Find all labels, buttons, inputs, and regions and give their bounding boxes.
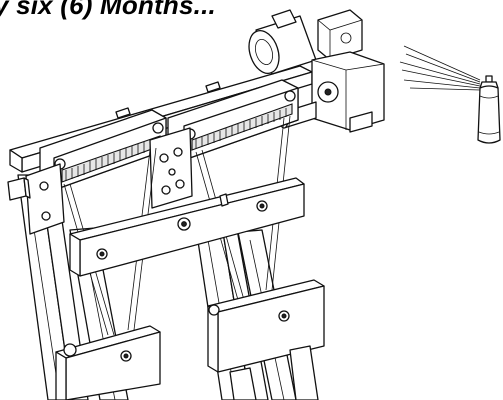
cross-beam: [69, 177, 305, 277]
spray-mist-icon: [399, 45, 481, 91]
spray-can-icon: [477, 75, 501, 144]
right-carriage: [207, 279, 325, 373]
right-lower-rails: [229, 345, 319, 400]
middle-bracket: [149, 127, 193, 209]
left-sprocket-box: [39, 109, 167, 191]
motor-gearbox-icon: [248, 9, 385, 133]
maintenance-interval-heading: y six (6) Months...: [0, 0, 216, 20]
left-end-plate: [7, 163, 65, 235]
left-carriage: [55, 325, 161, 400]
